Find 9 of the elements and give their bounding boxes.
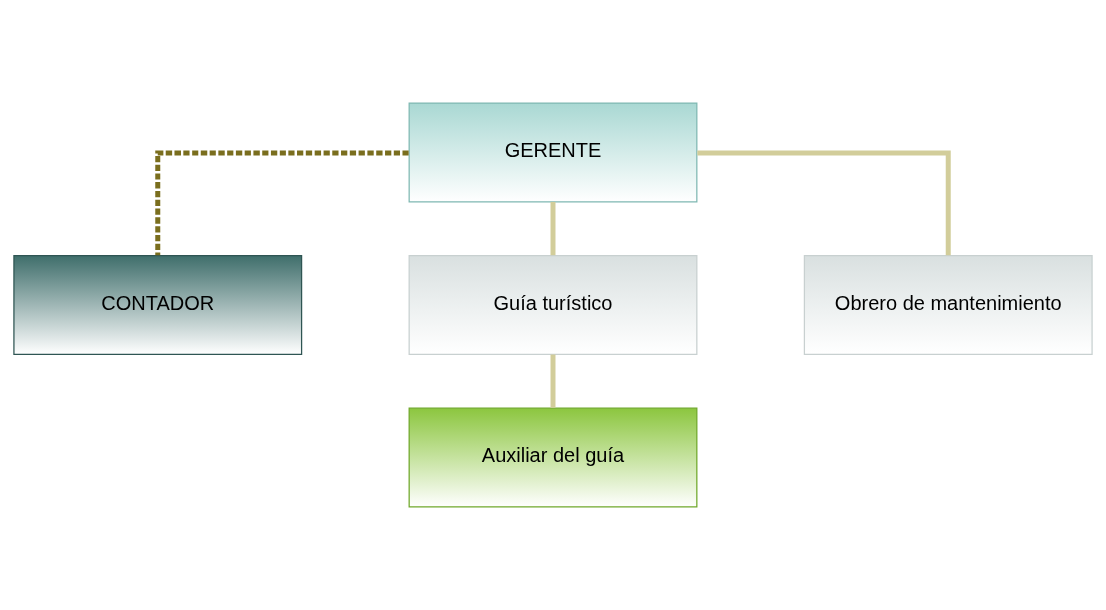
node-box: Obrero de mantenimiento xyxy=(803,254,1093,356)
connector xyxy=(550,201,556,256)
connector xyxy=(550,354,556,408)
node-box: CONTADOR xyxy=(13,254,303,356)
node-box: Auxiliar del guía xyxy=(408,407,698,508)
node-box: Guía turístico xyxy=(408,254,698,356)
node-box: GERENTE xyxy=(408,102,698,203)
connector xyxy=(697,150,951,256)
connector xyxy=(155,150,409,256)
